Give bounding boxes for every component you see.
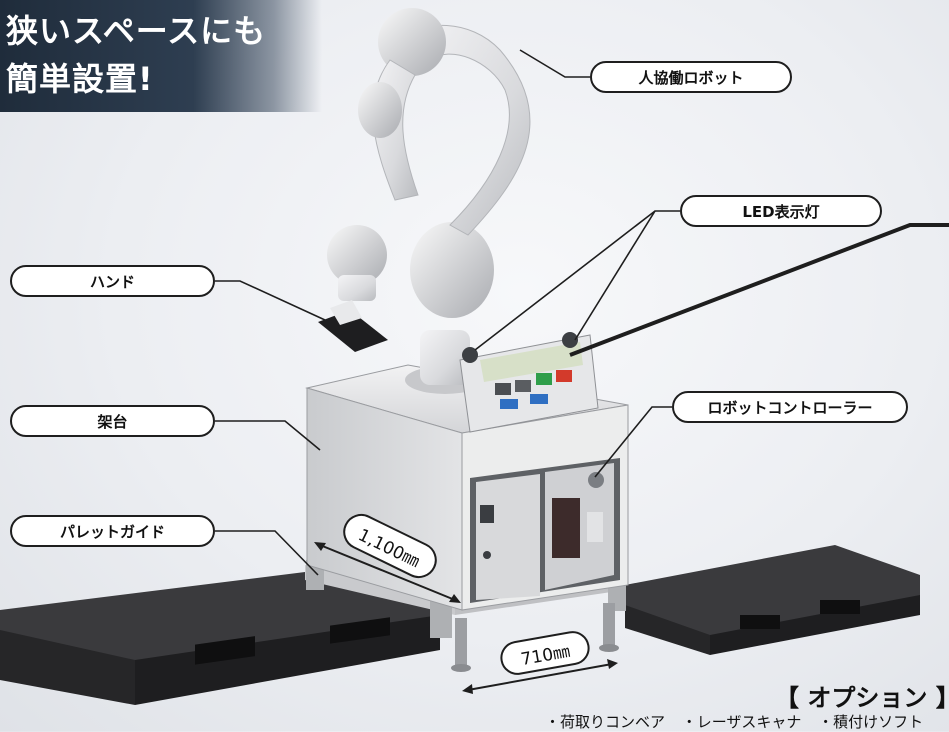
control-panel [459, 332, 599, 433]
option-item: ・積付けソフト [818, 713, 924, 731]
left-pallet [0, 572, 440, 705]
options-title: 【 オプション 】 [775, 684, 949, 712]
right-pallet [625, 545, 920, 655]
leader-lines [215, 49, 949, 576]
callout-robot-controller: ロボットコントローラー [672, 391, 908, 423]
callout-frame: 架台 [10, 405, 215, 437]
headline-line-1: 狭いスペースにも [6, 12, 267, 50]
collaborative-robot [318, 8, 531, 394]
option-item: ・荷取りコンベア [545, 713, 666, 731]
callout-hand: ハンド [10, 265, 215, 297]
callout-robot: 人協働ロボット [590, 61, 792, 93]
headline-banner: 狭いスペースにも 簡単設置! [0, 0, 322, 112]
callout-pallet-guide: パレットガイド [10, 515, 215, 547]
options-list: ・荷取りコンベア ・レーザスキャナ ・積付けソフト [545, 711, 935, 732]
dimension-arrows [314, 542, 618, 694]
option-item: ・レーザスキャナ [681, 713, 802, 731]
callout-led-lamp: LED表示灯 [680, 195, 882, 227]
headline-line-2: 簡単設置! [6, 60, 154, 98]
